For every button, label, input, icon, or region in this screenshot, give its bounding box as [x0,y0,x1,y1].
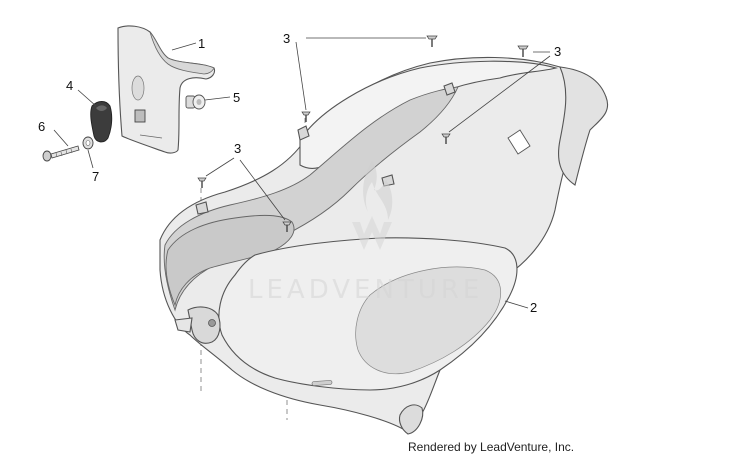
flame-logo-icon [363,160,393,220]
callout-3-mid: 3 [234,141,241,156]
callout-1: 1 [198,36,205,51]
crest-logo-icon [352,216,392,250]
screw-right [517,45,529,57]
screw-inner [441,133,451,144]
callout-6: 6 [38,119,45,134]
watermark-text: LEADVENTURE [248,275,483,305]
screw-rim [301,111,311,122]
screw-top [426,35,438,47]
render-credit: Rendered by LeadVenture, Inc. [408,440,575,454]
callout-2: 2 [530,300,537,315]
rear-body-cover [159,56,608,435]
grommet [185,94,206,110]
screw-left [197,177,207,188]
screws [197,35,529,232]
callout-3-top: 3 [283,31,290,46]
clip [90,101,113,143]
watermark: LEADVENTURE [248,160,483,305]
leader-lines [53,37,551,309]
screw-pocket [282,221,292,232]
side-panel [117,25,216,154]
callout-3-right: 3 [554,44,561,59]
callout-7: 7 [92,169,99,184]
long-screw [42,145,80,162]
callout-4: 4 [66,78,73,93]
callout-5: 5 [233,90,240,105]
washer [82,136,94,150]
callouts: 1 2 3 3 3 4 5 6 7 [38,31,561,315]
